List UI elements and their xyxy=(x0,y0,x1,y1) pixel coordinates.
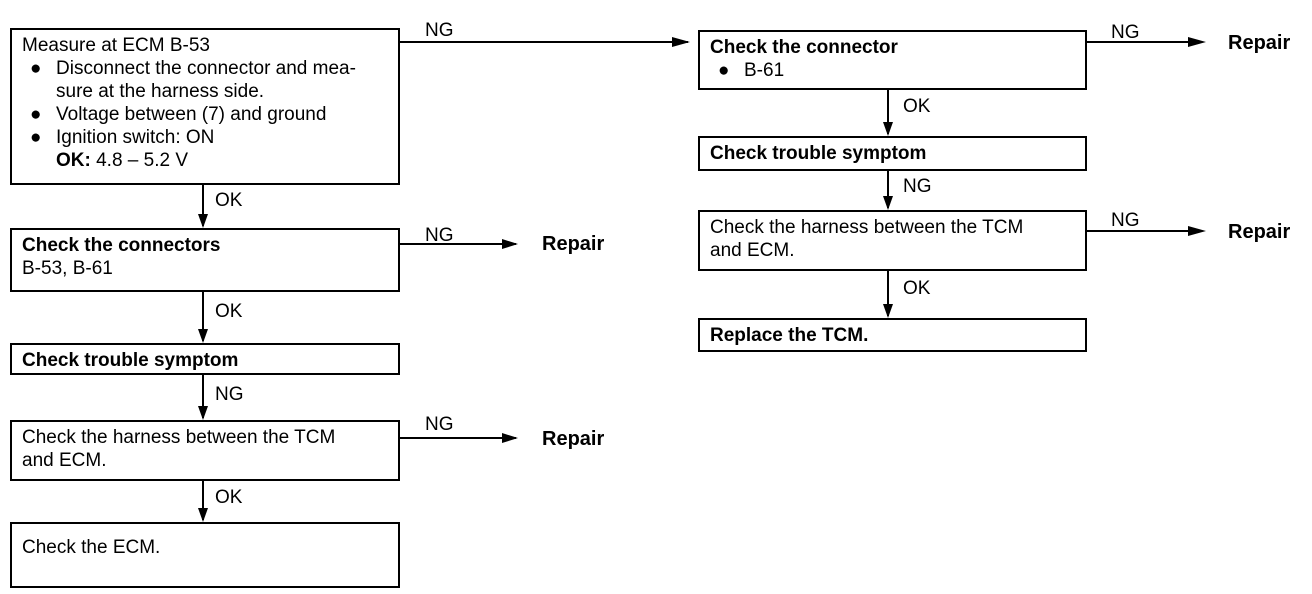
ok-spec-value: 4.8 – 5.2 V xyxy=(96,150,189,171)
bullet-dot: ● xyxy=(718,60,730,81)
step-check-connectors: Check the connectors B-53, B-61 xyxy=(10,228,400,292)
arrowhead-b1-b2 xyxy=(198,214,208,228)
label-ng-r1: NG xyxy=(1111,22,1140,43)
label-repair-b4: Repair xyxy=(542,428,605,450)
bullet-text: Ignition switch: ON xyxy=(56,127,215,148)
label-ng-r2: NG xyxy=(903,176,932,197)
step-replace-tcm: Replace the TCM. xyxy=(698,318,1087,352)
arrowhead-b2-repair xyxy=(502,239,518,249)
step-check-connector-b61: Check the connector ● B-61 xyxy=(698,30,1087,90)
arrowhead-r3-r4 xyxy=(883,304,893,318)
step-measure-ecm: Measure at ECM B-53 ● Disconnect the conn… xyxy=(10,28,400,185)
step-trouble-symptom-left: Check trouble symptom xyxy=(10,343,400,375)
label-repair-r1: Repair xyxy=(1228,32,1291,54)
bullet-item: ● Ignition switch: ON xyxy=(22,126,398,149)
label-ng-r3: NG xyxy=(1111,210,1140,231)
label-ng-b1: NG xyxy=(425,20,454,41)
label-ok-r3: OK xyxy=(903,278,931,299)
label-ng-b3: NG xyxy=(215,384,244,405)
arrowhead-r2-r3 xyxy=(883,196,893,210)
arrowhead-b3-b4 xyxy=(198,406,208,420)
label-ok-b4: OK xyxy=(215,487,243,508)
bullet-item: ● B-61 xyxy=(710,59,1085,82)
arrowhead-b1-r1 xyxy=(672,37,690,47)
label-repair-r3: Repair xyxy=(1228,221,1291,243)
step-replace-tcm-title: Replace the TCM. xyxy=(710,325,869,346)
arrowhead-r1-r2 xyxy=(883,122,893,136)
step-check-connector-b61-title: Check the connector xyxy=(710,37,898,58)
step-check-ecm-title: Check the ECM. xyxy=(22,537,161,558)
step-trouble-symptom-right-title: Check trouble symptom xyxy=(710,143,927,164)
step-check-harness-left-line2: and ECM. xyxy=(22,450,107,471)
step-check-harness-right-line1: Check the harness between the TCM xyxy=(710,217,1024,238)
bullet-text: B-61 xyxy=(744,60,785,81)
step-check-connectors-title: Check the connectors xyxy=(22,235,221,256)
label-ok-b1: OK xyxy=(215,190,243,211)
step-trouble-symptom-left-title: Check trouble symptom xyxy=(22,350,239,371)
arrowhead-r1-repair xyxy=(1188,37,1206,47)
arrowhead-r3-repair xyxy=(1188,226,1206,236)
step-check-ecm: Check the ECM. xyxy=(10,522,400,588)
label-repair-b2: Repair xyxy=(542,233,605,255)
bullet-dot: ● xyxy=(30,104,42,125)
label-ok-r1: OK xyxy=(903,96,931,117)
ok-spec-label: OK: xyxy=(56,150,91,171)
label-ng-b2: NG xyxy=(425,225,454,246)
bullet-item: ● Disconnect the connector and mea- xyxy=(22,57,398,80)
bullet-item: ● Voltage between (7) and ground xyxy=(22,103,398,126)
step-check-harness-left: Check the harness between the TCM and EC… xyxy=(10,420,400,481)
step-measure-ecm-title: Measure at ECM B-53 xyxy=(22,35,210,56)
step-check-harness-left-line1: Check the harness between the TCM xyxy=(22,427,336,448)
arrowhead-b4-repair xyxy=(502,433,518,443)
bullet-dot: ● xyxy=(30,127,42,148)
step-check-harness-right: Check the harness between the TCM and EC… xyxy=(698,210,1087,271)
arrowhead-b4-b5 xyxy=(198,508,208,522)
bullet-dot: ● xyxy=(30,58,42,79)
step-check-harness-right-line2: and ECM. xyxy=(710,240,795,261)
bullet-continuation: sure at the harness side. xyxy=(56,81,265,102)
label-ng-b4: NG xyxy=(425,414,454,435)
ok-spec: OK: 4.8 – 5.2 V xyxy=(22,149,398,172)
arrowhead-b2-b3 xyxy=(198,329,208,343)
step-trouble-symptom-right: Check trouble symptom xyxy=(698,136,1087,171)
step-check-connectors-list: B-53, B-61 xyxy=(22,258,113,279)
bullet-text: Disconnect the connector and mea- xyxy=(56,58,356,79)
bullet-text: Voltage between (7) and ground xyxy=(56,104,327,125)
label-ok-b2: OK xyxy=(215,301,243,322)
